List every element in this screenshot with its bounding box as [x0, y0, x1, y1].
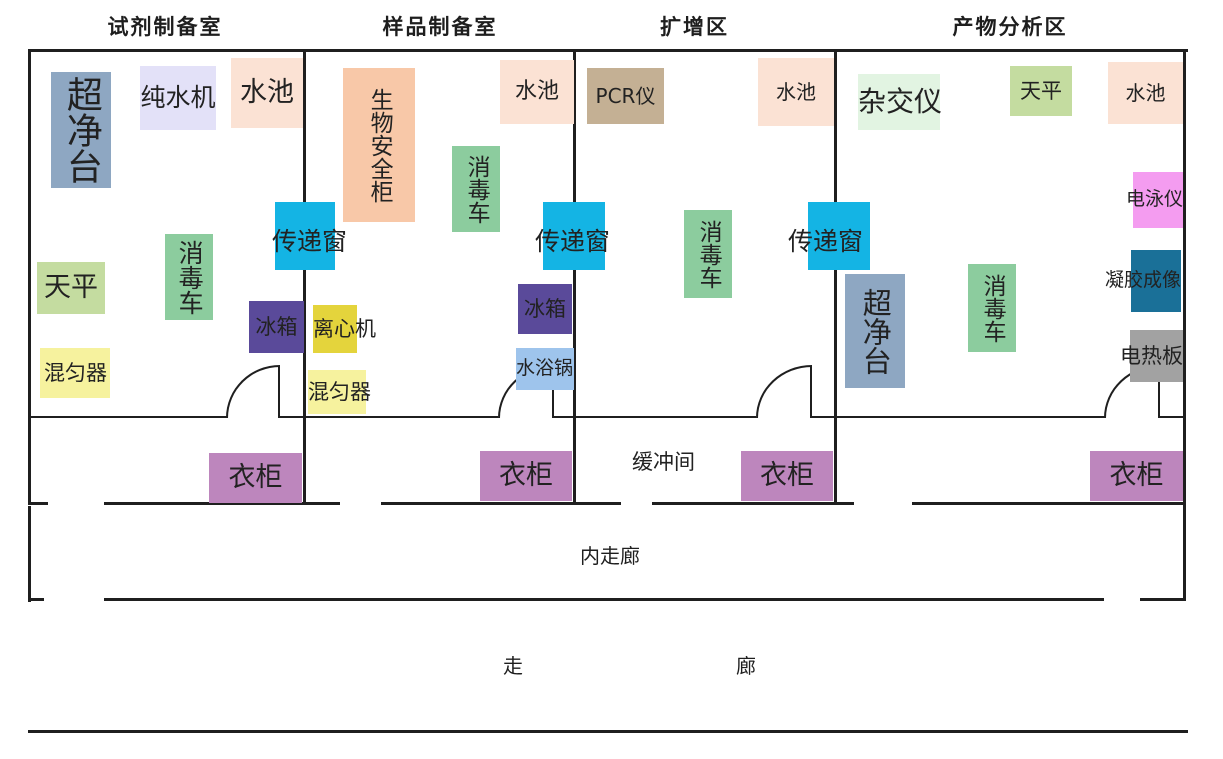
r2-fridge: 冰箱: [518, 284, 572, 334]
r1-pure-water: 纯水机: [140, 66, 216, 130]
r2-biosafety-cabinet: 生物安全柜: [343, 68, 415, 222]
door-arc-1[interactable]: [226, 365, 280, 418]
room-bottom-wall-1: [28, 416, 228, 418]
room-bottom-wall-1b: [280, 416, 306, 418]
wardrobe-3: 衣柜: [741, 451, 833, 501]
inner-corridor-label: 内走廊: [580, 544, 640, 568]
pass-window-label-1: 传递窗: [272, 227, 348, 256]
pass-window-3: [808, 202, 870, 270]
buffer-room-label: 缓冲间: [632, 450, 695, 474]
r4-hybridizer: 杂交仪: [858, 74, 942, 130]
wardrobe-2: 衣柜: [480, 451, 572, 501]
room-bottom-wall-3b: [812, 416, 837, 418]
corridor-label-left: 走: [503, 654, 523, 678]
r2-water-bath: 水浴锅: [516, 348, 574, 390]
wall-right: [1183, 49, 1186, 601]
corr-wall-2: [104, 502, 340, 505]
r4-clean-bench: 超净台: [845, 274, 905, 388]
room-title-amp: 扩增区: [660, 15, 729, 39]
inner-corr-bottom: [104, 598, 1104, 601]
r1-fridge: 冰箱: [249, 301, 304, 353]
r3-cart: 消毒车: [684, 210, 732, 298]
pass-window-2: [543, 202, 605, 270]
r3-pcr: PCR仪: [587, 68, 664, 124]
r2-sink: 水池: [500, 60, 574, 124]
r3-sink: 水池: [758, 58, 834, 126]
r1-mixer: 混匀器: [40, 348, 110, 398]
door-arc-3[interactable]: [756, 365, 812, 418]
divider-3: [834, 49, 837, 504]
room-bottom-wall-3: [576, 416, 756, 418]
r1-balance: 天平: [37, 262, 105, 314]
r1-cart: 消毒车: [165, 234, 213, 320]
corr-wall-5: [912, 502, 1186, 505]
wall-left-upper: [28, 49, 31, 502]
room-title-sample: 样品制备室: [382, 15, 498, 39]
r1-clean-bench: 超净台: [51, 72, 111, 188]
wall-left-foot: [28, 598, 44, 601]
room-bottom-wall-2: [306, 416, 498, 418]
room-title-analysis: 产物分析区: [952, 15, 1068, 39]
r4-hotplate: 电热板: [1120, 330, 1183, 382]
corr-wall-3: [381, 502, 621, 505]
inner-corr-bottom-r: [1140, 598, 1186, 601]
room-bottom-wall-4: [837, 416, 1105, 418]
room-bottom-wall-4b: [1160, 416, 1186, 418]
corridor-label-right: 廊: [736, 654, 756, 678]
corr-wall-1: [28, 502, 48, 505]
room-bottom-wall-2b: [554, 416, 576, 418]
pass-window-label-2: 传递窗: [535, 227, 611, 256]
r4-sink: 水池: [1108, 62, 1183, 124]
r2-mixer: 混匀器: [308, 370, 371, 414]
corridor-bottom: [28, 730, 1188, 733]
wardrobe-1: 衣柜: [209, 453, 302, 503]
wardrobe-4: 衣柜: [1090, 451, 1183, 501]
r4-cart: 消毒车: [968, 264, 1016, 352]
r2-cart: 消毒车: [452, 146, 500, 232]
divider-1: [303, 49, 306, 504]
r4-electrophoresis: 电泳仪: [1126, 172, 1183, 228]
pass-window-1: [275, 202, 335, 270]
wall-left-lower: [28, 506, 31, 602]
r2-centrifuge: 离心机: [313, 305, 376, 353]
r4-gel-imaging: 凝胶成像: [1105, 250, 1181, 312]
r4-balance: 天平: [1010, 66, 1072, 116]
divider-2: [573, 49, 576, 504]
room-title-reagent: 试剂制备室: [107, 15, 223, 39]
corr-wall-4: [652, 502, 854, 505]
pass-window-label-3: 传递窗: [788, 227, 864, 256]
r1-sink: 水池: [231, 58, 303, 128]
wall-top: [28, 49, 1188, 52]
